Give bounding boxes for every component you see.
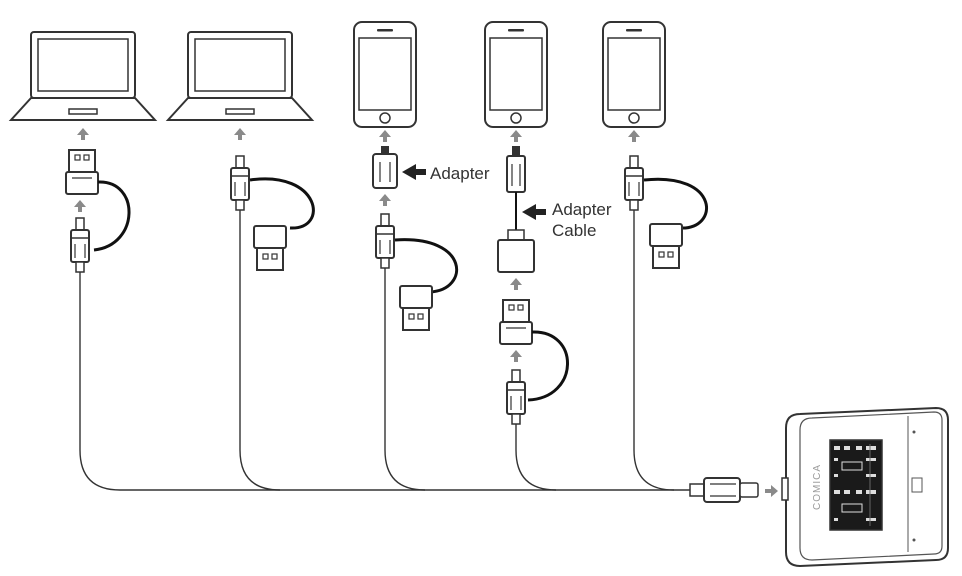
usb-c-plug-icon	[506, 369, 526, 425]
usb-c-plug-icon	[689, 477, 759, 503]
up-arrow-icon	[510, 278, 522, 290]
usb-a-plug-icon	[253, 225, 287, 271]
up-arrow-icon	[74, 200, 86, 212]
up-arrow-icon	[234, 128, 246, 140]
usb-c-plug-icon	[375, 213, 395, 269]
adapter-cable-label-line2: Cable	[552, 221, 596, 240]
adapter-cable-label-line1: Adapter	[552, 200, 612, 219]
usb-a-socket-icon	[497, 239, 535, 273]
usb-c-plug-icon	[70, 217, 90, 273]
lightning-adapter-icon	[372, 146, 398, 189]
laptop-icon	[10, 31, 156, 121]
up-arrow-icon	[379, 194, 391, 206]
up-arrow-icon	[77, 128, 89, 140]
usb-a-adapter-icon	[65, 149, 99, 195]
usb-c-plug-icon	[624, 155, 644, 211]
phone-icon	[484, 21, 548, 128]
lightning-plug-icon	[506, 146, 526, 193]
phone-icon	[353, 21, 417, 128]
laptop-icon	[167, 31, 313, 121]
phone-icon	[602, 21, 666, 128]
device-brand-text: COMICA	[812, 464, 823, 510]
up-arrow-icon	[510, 350, 522, 362]
usb-c-plug-icon	[230, 155, 250, 211]
usb-a-plug-icon	[649, 223, 683, 269]
receiver-device-icon: COMICA	[781, 406, 949, 568]
arrow-pointer-icon	[522, 204, 546, 220]
usb-a-plug-icon	[399, 285, 433, 331]
usb-a-adapter-icon	[499, 299, 533, 345]
up-arrow-icon	[510, 130, 522, 142]
arrow-pointer-icon	[402, 164, 426, 180]
up-arrow-icon	[379, 130, 391, 142]
right-arrow-icon	[765, 485, 778, 497]
up-arrow-icon	[628, 130, 640, 142]
adapter-label: Adapter	[430, 164, 490, 183]
